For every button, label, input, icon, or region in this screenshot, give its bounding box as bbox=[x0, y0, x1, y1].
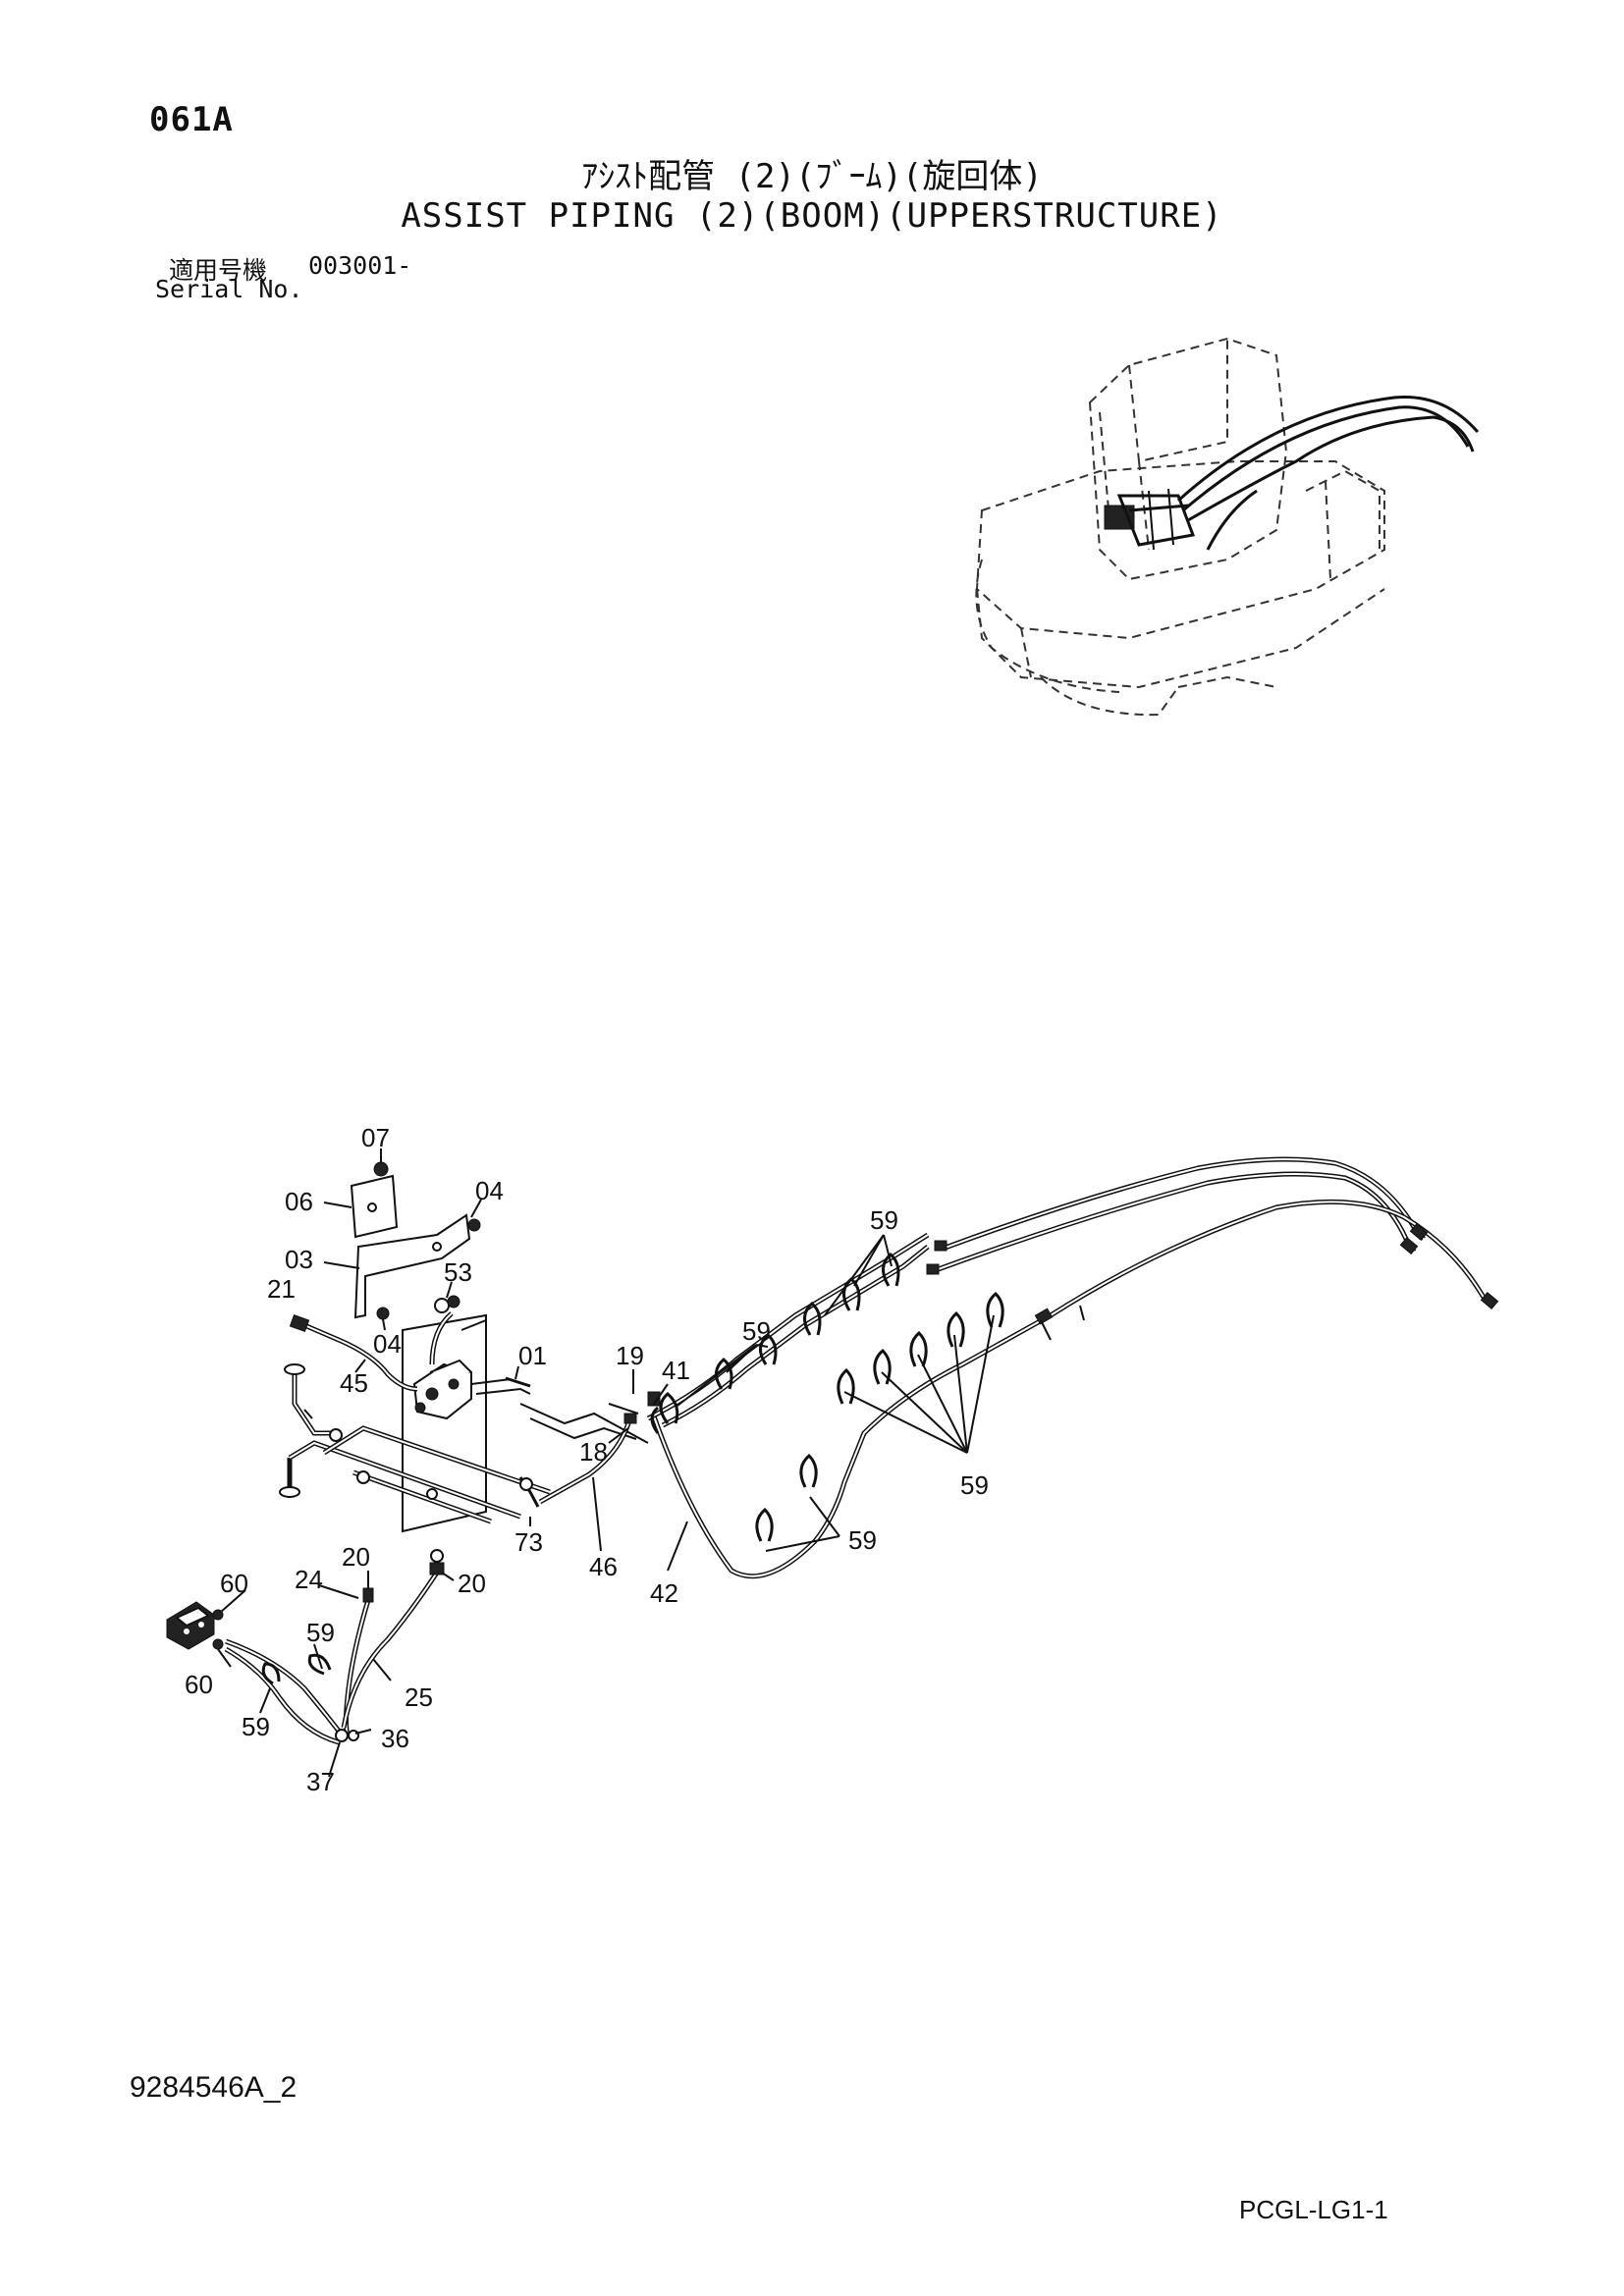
excavator-overview-drawing bbox=[975, 337, 1480, 717]
page-code: 061A bbox=[149, 100, 234, 139]
serial-range: 003001- bbox=[308, 251, 412, 280]
callout-53: 53 bbox=[444, 1257, 472, 1287]
callout-labels: 07 06 04 03 53 21 04 45 01 19 41 18 73 4… bbox=[185, 1123, 989, 1796]
callout-73: 73 bbox=[514, 1527, 543, 1557]
callout-21: 21 bbox=[267, 1274, 296, 1304]
callout-24: 24 bbox=[295, 1565, 323, 1594]
callout-20-right: 20 bbox=[458, 1569, 486, 1598]
callout-46: 46 bbox=[589, 1552, 618, 1581]
callout-37: 37 bbox=[306, 1767, 335, 1796]
serial-label-english: Serial No. bbox=[155, 275, 303, 303]
clamp-loops-upper bbox=[650, 1253, 900, 1434]
callout-07: 07 bbox=[361, 1123, 390, 1152]
callout-59-lower: 59 bbox=[848, 1525, 877, 1555]
callout-19: 19 bbox=[616, 1341, 644, 1370]
document-number: 9284546A_2 bbox=[130, 2071, 298, 2104]
clamp-loops-lower bbox=[755, 1291, 1004, 1542]
callout-18: 18 bbox=[579, 1437, 608, 1467]
fitting-leaders bbox=[529, 1369, 688, 1572]
callout-59-bottom-left: 59 bbox=[242, 1712, 270, 1741]
valve-block bbox=[402, 1313, 531, 1533]
callout-06: 06 bbox=[285, 1187, 313, 1216]
callout-42: 42 bbox=[650, 1578, 678, 1608]
lower-valve-assembly bbox=[166, 1562, 455, 1778]
serial-label-japanese: 適用号機 bbox=[169, 256, 268, 285]
callout-25: 25 bbox=[405, 1682, 433, 1712]
callout-04-lower: 04 bbox=[373, 1329, 402, 1359]
callout-59-right: 59 bbox=[960, 1470, 989, 1500]
callout-59-upper-left: 59 bbox=[742, 1316, 771, 1346]
callout-20-left: 20 bbox=[342, 1542, 370, 1572]
boom-hoses bbox=[926, 1156, 1499, 1341]
callout-60-lower: 60 bbox=[185, 1670, 213, 1699]
callout-59-lower-left: 59 bbox=[306, 1618, 335, 1647]
page-title-japanese: ｱｼｽﾄ配管 (2)(ﾌﾞｰﾑ)(旋回体) bbox=[581, 157, 1043, 196]
bracket-assembly bbox=[323, 1148, 482, 1331]
page-title-english: ASSIST PIPING (2)(BOOM)(UPPERSTRUCTURE) bbox=[401, 196, 1223, 236]
sheet-code: PCGL-LG1-1 bbox=[1239, 2195, 1388, 2224]
hose-45 bbox=[289, 1311, 454, 1392]
callout-04-upper: 04 bbox=[475, 1176, 504, 1205]
callout-41: 41 bbox=[662, 1356, 690, 1385]
callout-36: 36 bbox=[381, 1724, 409, 1753]
callout-45: 45 bbox=[340, 1368, 368, 1398]
callout-03: 03 bbox=[285, 1245, 313, 1274]
callout-01: 01 bbox=[518, 1341, 547, 1370]
callout-60-upper: 60 bbox=[220, 1569, 248, 1598]
leader-lines-59 bbox=[677, 1234, 995, 1552]
callout-59-top: 59 bbox=[870, 1205, 898, 1235]
steel-tube-assembly bbox=[279, 1363, 551, 1563]
